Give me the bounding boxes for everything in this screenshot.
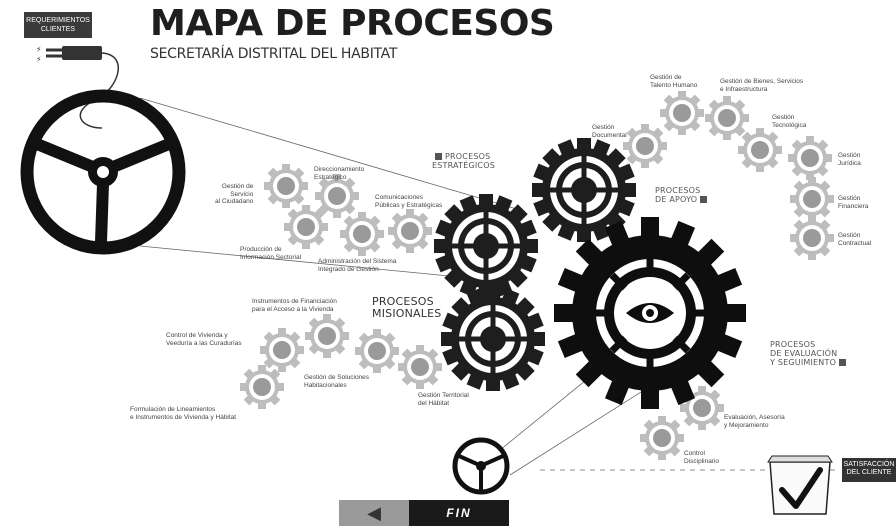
process-label: Gestión Tecnológica bbox=[772, 114, 807, 129]
group-label-evaluacion: PROCESOS DE EVALUACIÓN Y SEGUIMIENTO bbox=[770, 340, 849, 367]
plug-icon: ⚡ ⚡ bbox=[36, 45, 120, 129]
process-label: Comunicaciones Públicas y Estratégicas bbox=[375, 194, 443, 209]
process-label: Gestión de Bienes, Servicios e Infraestr… bbox=[720, 78, 804, 93]
process-label: Producción de Información Sectorial bbox=[240, 246, 302, 261]
process-label: Gestión Financiera bbox=[838, 195, 869, 210]
process-label: Administración del Sistema Integrado de … bbox=[318, 258, 397, 273]
process-label: Direccionamiento Estratégico bbox=[314, 166, 365, 181]
process-label: Formulación de Lineamientos e Instrument… bbox=[130, 406, 237, 421]
eye-icon bbox=[626, 303, 674, 323]
svg-text:⚡: ⚡ bbox=[36, 45, 42, 54]
process-label: Gestión de Talento Humano bbox=[650, 74, 698, 89]
gear-icon bbox=[340, 212, 384, 256]
gear-icon bbox=[790, 177, 834, 221]
gear-icon bbox=[264, 164, 308, 208]
process-label: Gestión de Soluciones Habitacionales bbox=[304, 374, 370, 389]
process-label: Gestión de Servicio al Ciudadano bbox=[215, 183, 254, 205]
fin-button[interactable]: FIN bbox=[409, 500, 509, 526]
steering-wheel-icon bbox=[20, 89, 186, 255]
svg-text:⚡: ⚡ bbox=[36, 55, 42, 64]
checkmark-icon bbox=[767, 455, 833, 515]
gear-misionales bbox=[441, 287, 545, 391]
steering-wheel-icon bbox=[452, 437, 510, 495]
gear-icon bbox=[305, 314, 349, 358]
gear-icon bbox=[640, 416, 684, 460]
gear-icon bbox=[260, 328, 304, 372]
gear-icon bbox=[355, 329, 399, 373]
group-label-estrategicos: PROCESOS ESTRATÉGICOS bbox=[432, 152, 495, 170]
gear-icon bbox=[738, 128, 782, 172]
process-label: Gestión Jurídica bbox=[838, 152, 861, 167]
process-label: Evaluación, Asesoría y Mejoramiento bbox=[724, 414, 785, 429]
gear-evaluacion bbox=[554, 217, 746, 409]
requirements-label: REQUERIMIENTOS CLIENTES bbox=[24, 12, 92, 38]
process-label: Control Disciplinario bbox=[684, 450, 720, 465]
gear-icon bbox=[240, 365, 284, 409]
group-label-apoyo: PROCESOS DE APOYO bbox=[655, 186, 710, 204]
back-button[interactable]: ◀ bbox=[339, 500, 409, 526]
gear-icon bbox=[705, 96, 749, 140]
gear-icon bbox=[790, 216, 834, 260]
page-title: MAPA DE PROCESOS bbox=[150, 3, 555, 44]
process-label: Gestión Contractual bbox=[838, 232, 872, 247]
gear-icon bbox=[284, 205, 328, 249]
process-label: Control de Vivienda y Veeduría a las Cur… bbox=[166, 332, 242, 347]
process-label: Instrumentos de Financiación para el Acc… bbox=[252, 298, 337, 313]
gear-icon bbox=[660, 91, 704, 135]
satisfaction-label: SATISFACCIÓN DEL CLIENTE bbox=[842, 458, 896, 482]
page-subtitle: SECRETARÍA DISTRITAL DEL HABITAT bbox=[150, 46, 398, 62]
gear-icon bbox=[788, 136, 832, 180]
gear-icon bbox=[398, 345, 442, 389]
gear-icon bbox=[388, 209, 432, 253]
gear-icon bbox=[623, 124, 667, 168]
gear-estrategicos bbox=[434, 194, 538, 298]
process-label: Gestión Documental bbox=[592, 124, 627, 139]
group-label-misionales: PROCESOS MISIONALES bbox=[372, 295, 442, 320]
process-label: Gestión Territorial del Hábitat bbox=[418, 392, 469, 407]
